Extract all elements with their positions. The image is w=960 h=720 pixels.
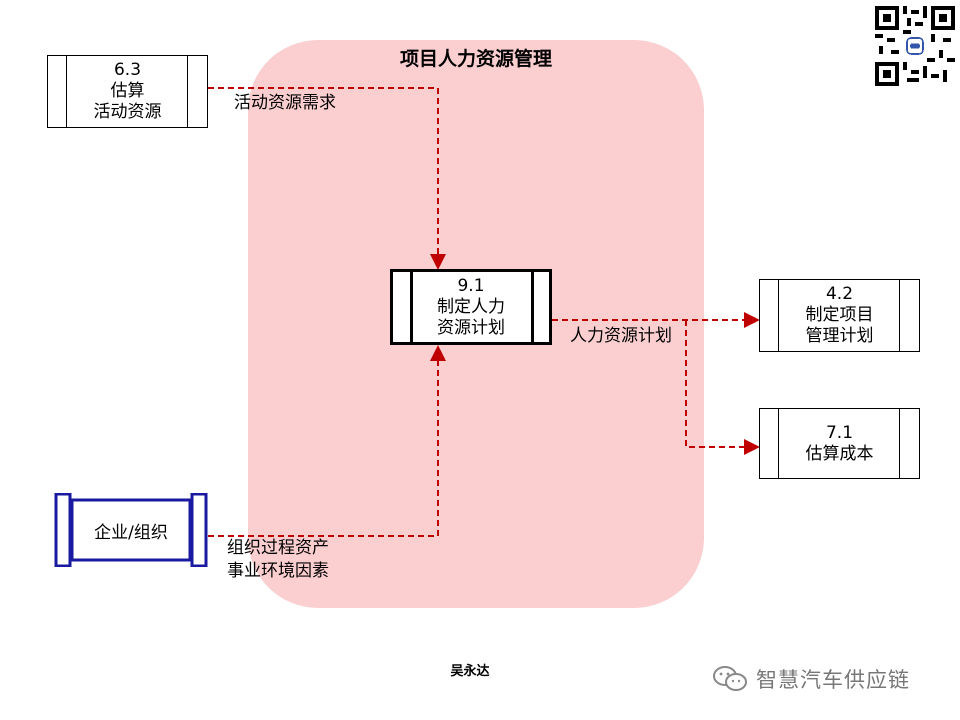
region-title: 项目人力资源管理 bbox=[399, 48, 552, 70]
flow-label-env-factors: 事业环境因素 bbox=[227, 561, 329, 581]
wechat-icon bbox=[713, 666, 747, 691]
org-store[interactable] bbox=[54, 493, 208, 567]
process-name-line2: 资源计划 bbox=[437, 317, 505, 338]
process-bar-right bbox=[531, 272, 534, 342]
flow-label-org-assets: 组织过程资产 bbox=[227, 538, 329, 558]
process-name-line2: 管理计划 bbox=[805, 326, 874, 346]
flow-label-activity-resource-req: 活动资源需求 bbox=[234, 93, 336, 113]
process-7-1[interactable]: 7.1 估算成本 bbox=[759, 408, 920, 479]
process-number: 7.1 bbox=[825, 422, 854, 443]
flow-hr-plan-to-71 bbox=[685, 320, 760, 455]
process-number: 6.3 bbox=[113, 60, 142, 80]
process-name-line1: 制定项目 bbox=[805, 305, 874, 325]
process-6-3[interactable]: 6.3 估算 活动资源 bbox=[47, 55, 208, 128]
process-9-1[interactable]: 9.1 制定人力 资源计划 bbox=[390, 269, 552, 345]
flow-org-assets bbox=[208, 345, 446, 537]
process-bar-right bbox=[187, 56, 188, 127]
process-4-2[interactable]: 4.2 制定项目 管理计划 bbox=[759, 279, 920, 352]
process-bar-left bbox=[778, 280, 779, 351]
process-name-line1: 制定人力 bbox=[437, 296, 505, 317]
process-name-line1: 估算成本 bbox=[805, 443, 874, 464]
process-bar-left bbox=[778, 409, 779, 478]
author-signature: 吴永达 bbox=[450, 664, 490, 679]
process-bar-right bbox=[899, 280, 900, 351]
flow-label-hr-plan: 人力资源计划 bbox=[570, 326, 672, 346]
qr-code-icon bbox=[875, 6, 955, 86]
process-name-line2: 活动资源 bbox=[93, 102, 162, 122]
process-number: 4.2 bbox=[825, 284, 854, 304]
store-label: 企业/组织 bbox=[94, 523, 168, 543]
process-bar-left bbox=[410, 272, 413, 342]
wechat-watermark: 智慧汽车供应链 bbox=[712, 664, 910, 694]
process-number: 9.1 bbox=[457, 275, 485, 296]
wechat-account-name: 智慧汽车供应链 bbox=[756, 668, 910, 692]
process-bar-left bbox=[66, 56, 67, 127]
process-bar-right bbox=[899, 409, 900, 478]
flow-activity-resource-req bbox=[208, 87, 446, 270]
process-name-line1: 估算 bbox=[110, 81, 145, 101]
